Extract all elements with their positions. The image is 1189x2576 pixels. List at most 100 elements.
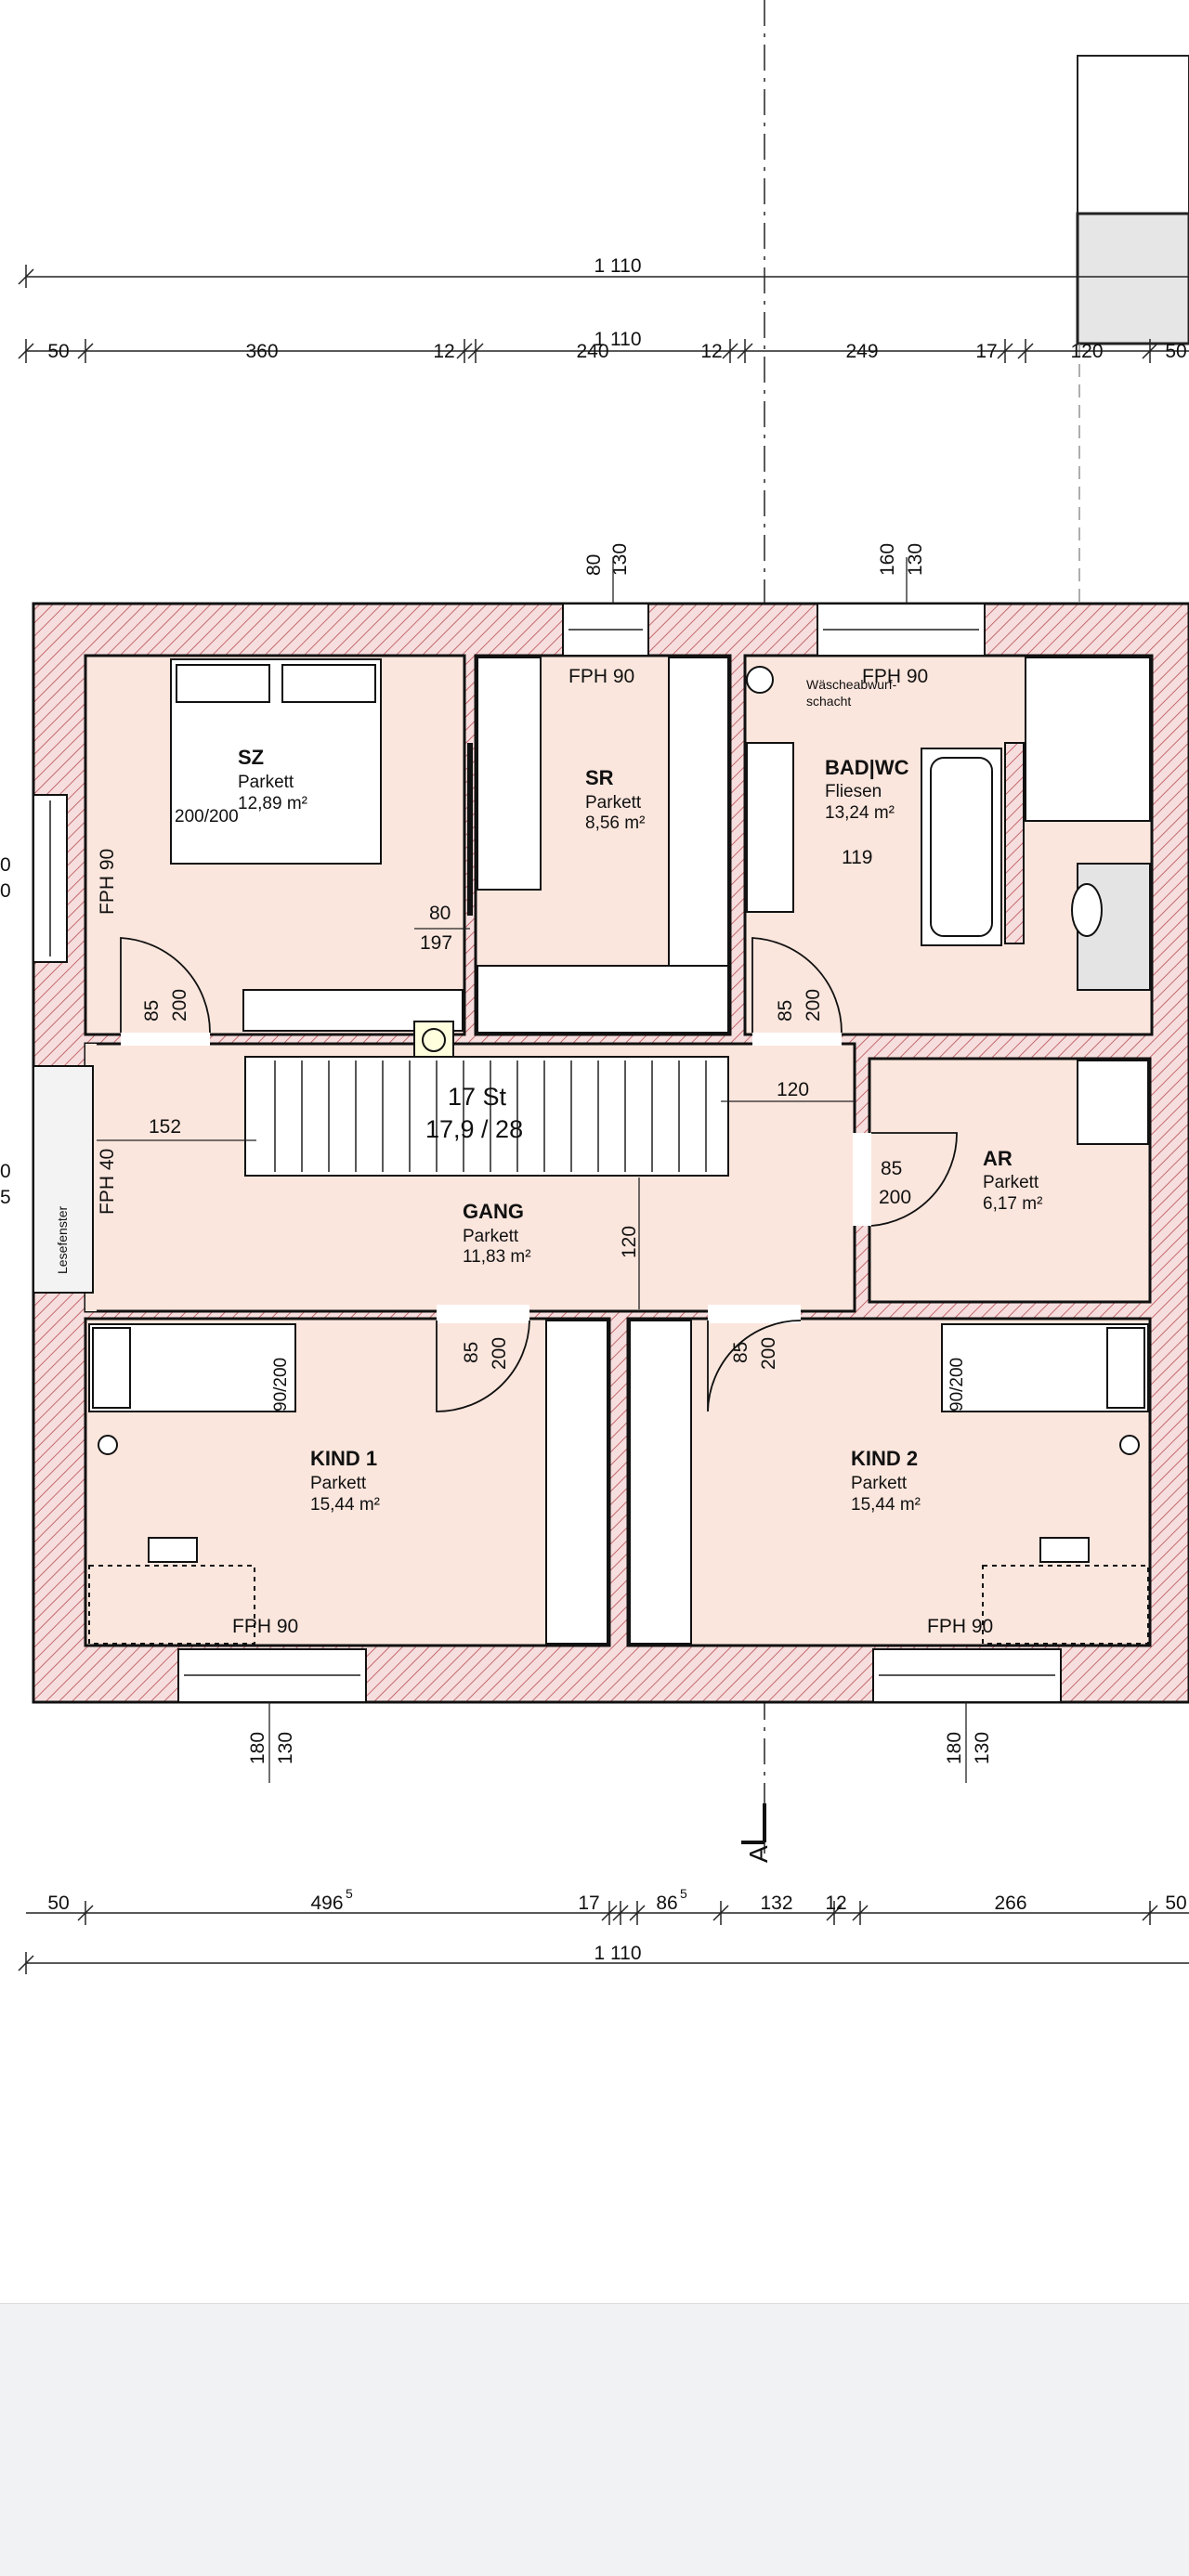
win-sr-w: 80 bbox=[583, 554, 605, 576]
chimney bbox=[413, 1021, 454, 1060]
bad-furniture bbox=[746, 657, 1151, 991]
bot-dim-3: 17 bbox=[578, 1893, 599, 1914]
door-k1-h: 200 bbox=[489, 1337, 510, 1370]
door-ar-w: 85 bbox=[881, 1158, 902, 1179]
top-dim-2: 360 bbox=[245, 341, 278, 362]
fph90-sr: FPH 90 bbox=[568, 666, 634, 687]
top-dim-8: 120 bbox=[1070, 341, 1103, 362]
floor-plan-sheet: 1 110 1 110 50 360 12 240 12 249 17 120 … bbox=[0, 0, 1189, 1974]
room-ar-area: 6,17 m² bbox=[983, 1194, 1042, 1214]
door-k2-h: 200 bbox=[758, 1337, 779, 1370]
room-gang-name: GANG bbox=[463, 1200, 524, 1223]
room-gang-floor: Parkett bbox=[463, 1227, 519, 1246]
door-k1-w: 85 bbox=[461, 1342, 482, 1363]
top-total-dim: 1 110 bbox=[594, 255, 642, 277]
bad-dim-119: 119 bbox=[842, 847, 872, 868]
room-sr-area: 8,56 m² bbox=[585, 813, 645, 833]
win-k2-h: 130 bbox=[972, 1732, 993, 1764]
bot-dim-6: 12 bbox=[825, 1893, 846, 1914]
viewer-background bbox=[0, 2303, 1189, 2576]
desk-kind1 bbox=[88, 1565, 255, 1645]
top-dim-6: 249 bbox=[845, 341, 878, 362]
door-bad-w: 85 bbox=[775, 1000, 796, 1021]
bot-dim-1: 50 bbox=[47, 1893, 69, 1914]
fph90-kind2: FPH 90 bbox=[927, 1616, 993, 1637]
sr-wardrobe bbox=[477, 657, 729, 1034]
kind-furniture bbox=[88, 1320, 1149, 1645]
room-sr-floor: Parkett bbox=[585, 793, 642, 813]
washbasin bbox=[746, 742, 794, 913]
room-ar-floor: Parkett bbox=[983, 1173, 1039, 1192]
room-kind1-floor: Parkett bbox=[310, 1474, 367, 1493]
top-dimension-lines bbox=[18, 265, 1189, 363]
room-bad-floor: Fliesen bbox=[825, 782, 882, 801]
bottom-dimension-lines bbox=[18, 1901, 1189, 1974]
top-total-dim-2: 1 110 bbox=[594, 329, 642, 350]
top-dim-7: 17 bbox=[975, 341, 997, 362]
bot-dim-4: 86 bbox=[656, 1893, 677, 1914]
door-sz-w: 85 bbox=[141, 1000, 163, 1021]
shower bbox=[1025, 657, 1151, 822]
fph90-bad: FPH 90 bbox=[862, 666, 928, 687]
win-k1-w: 180 bbox=[247, 1732, 268, 1764]
room-kind2-name: KIND 2 bbox=[851, 1447, 918, 1470]
door-swings bbox=[120, 937, 958, 1412]
stairs bbox=[244, 1056, 729, 1177]
bottom-total-dim: 1 110 bbox=[594, 1943, 642, 1964]
shaft-label-1: Wäscheabwurf- bbox=[806, 677, 897, 692]
door-k2-w: 85 bbox=[730, 1342, 751, 1363]
door-bad-h: 200 bbox=[803, 989, 824, 1021]
fph90-sz: FPH 90 bbox=[97, 849, 118, 915]
stairs-ratio: 17,9 / 28 bbox=[425, 1115, 523, 1143]
kind2-bed-size: 90/200 bbox=[947, 1358, 967, 1412]
bot-dim-2-sup: 5 bbox=[346, 1886, 353, 1901]
bot-dim-5: 132 bbox=[760, 1893, 792, 1914]
fph90-kind1: FPH 90 bbox=[232, 1616, 298, 1637]
sz-furniture bbox=[170, 658, 464, 1060]
fph40-gang: FPH 40 bbox=[97, 1149, 118, 1215]
section-marker: A bbox=[741, 1803, 773, 1863]
room-kind1-area: 15,44 m² bbox=[310, 1495, 380, 1515]
gang-dim-120-v: 120 bbox=[619, 1226, 640, 1258]
win-sr-h: 130 bbox=[609, 543, 631, 576]
desk-kind2 bbox=[982, 1565, 1149, 1645]
window-lesefenster bbox=[33, 1065, 94, 1294]
top-dim-5: 12 bbox=[700, 341, 722, 362]
win-k1-h: 130 bbox=[275, 1732, 296, 1764]
door-ar-h: 200 bbox=[879, 1187, 911, 1208]
room-sr-name: SR bbox=[585, 766, 614, 789]
left-cut-a: 0 bbox=[0, 854, 11, 876]
door-sz-197: 197 bbox=[420, 932, 452, 954]
left-cut-d: 5 bbox=[0, 1187, 11, 1208]
left-cut-c: 0 bbox=[0, 1161, 11, 1182]
room-kind2-area: 15,44 m² bbox=[851, 1495, 921, 1515]
door-sz-h: 200 bbox=[169, 989, 190, 1021]
win-k2-w: 180 bbox=[944, 1732, 965, 1764]
top-dim-4: 240 bbox=[576, 341, 608, 362]
section-label: A bbox=[744, 1845, 773, 1863]
stairs-steps: 17 St bbox=[448, 1083, 507, 1111]
win-bad-h: 130 bbox=[905, 543, 926, 576]
room-bad-area: 13,24 m² bbox=[825, 803, 895, 823]
floor-plan-drawing: 1 110 1 110 50 360 12 240 12 249 17 120 … bbox=[0, 0, 1189, 1974]
top-dim-3: 12 bbox=[433, 341, 454, 362]
sz-bed-size: 200/200 bbox=[175, 807, 239, 826]
left-cut-b: 0 bbox=[0, 880, 11, 902]
room-ar-name: AR bbox=[983, 1147, 1013, 1170]
room-sz-name: SZ bbox=[238, 746, 264, 769]
room-kind2-floor: Parkett bbox=[851, 1474, 908, 1493]
lesefenster-label: Lesefenster bbox=[55, 1206, 70, 1274]
kind1-bed-size: 90/200 bbox=[271, 1358, 291, 1412]
bot-dim-4-sup: 5 bbox=[680, 1886, 687, 1901]
room-gang-area: 11,83 m² bbox=[463, 1247, 531, 1267]
room-bad-name: BAD|WC bbox=[825, 756, 909, 779]
bot-dim-7: 266 bbox=[994, 1893, 1026, 1914]
gang-dim-120: 120 bbox=[777, 1079, 809, 1100]
gang-dim-152: 152 bbox=[149, 1116, 181, 1138]
win-bad-w: 160 bbox=[877, 543, 898, 576]
top-dim-1: 50 bbox=[47, 341, 69, 362]
door-sz-80: 80 bbox=[429, 903, 451, 924]
room-kind1-name: KIND 1 bbox=[310, 1447, 377, 1470]
neighbour-block bbox=[1076, 55, 1189, 345]
bot-dim-8: 50 bbox=[1165, 1893, 1186, 1914]
